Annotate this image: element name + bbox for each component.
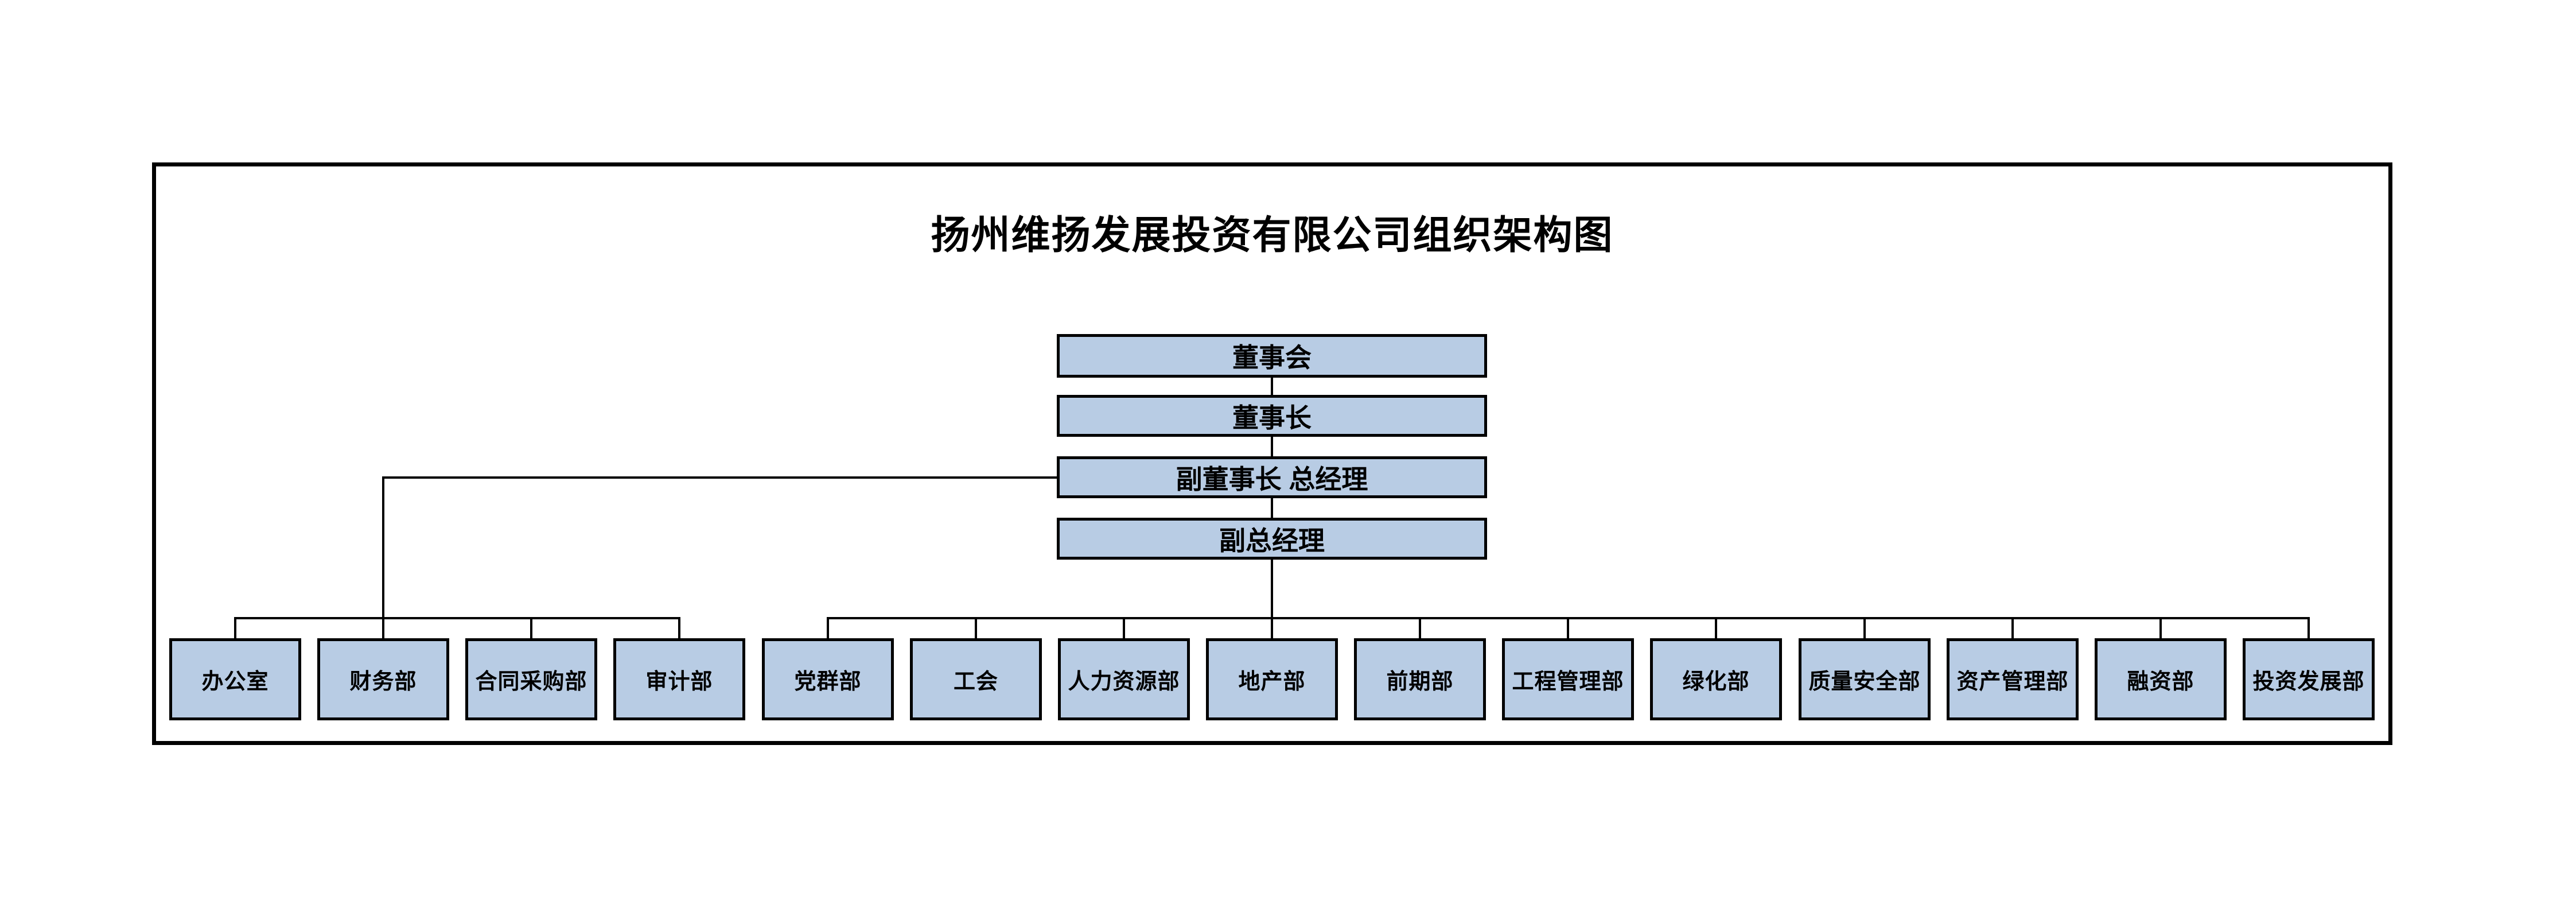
dept-box: 党群部 [762,638,894,720]
connector-line [1271,497,1273,519]
dept-box: 地产部 [1206,638,1338,720]
org-box-deputy-gm: 副总经理 [1057,518,1487,560]
connector-line [1123,617,1125,638]
dept-box: 质量安全部 [1799,638,1931,720]
connector-line [1271,617,1273,638]
connector-line [1567,617,1569,638]
dept-box: 工会 [910,638,1042,720]
org-box-vice-chairman-gm: 副董事长 总经理 [1057,456,1487,498]
dept-box: 办公室 [169,638,301,720]
connector-line [1863,617,1866,638]
dept-box: 财务部 [317,638,449,720]
connector-line [2307,617,2310,638]
connector-line [530,617,532,638]
connector-line [382,476,384,638]
connector-line [1271,558,1273,619]
dept-box: 前期部 [1354,638,1486,720]
dept-box: 融资部 [2095,638,2227,720]
dept-box: 审计部 [613,638,745,720]
dept-box: 合同采购部 [465,638,597,720]
connector-line [2011,617,2014,638]
org-box-chairman: 董事长 [1057,395,1487,437]
dept-box: 绿化部 [1650,638,1782,720]
org-box-board: 董事会 [1057,334,1487,378]
connector-line [1271,377,1273,396]
dept-box: 人力资源部 [1058,638,1190,720]
connector-line [234,617,680,619]
connector-line [975,617,977,638]
connector-line [1419,617,1421,638]
connector-line [382,476,1059,479]
dept-box: 工程管理部 [1502,638,1634,720]
chart-title: 扬州维扬发展投资有限公司组织架构图 [931,214,1614,257]
connector-line [1271,436,1273,457]
connector-line [234,617,236,638]
connector-line [678,617,680,638]
dept-box: 投资发展部 [2243,638,2375,720]
connector-line [827,617,829,638]
connector-line [2159,617,2162,638]
dept-box: 资产管理部 [1947,638,2079,720]
connector-line [1715,617,1717,638]
